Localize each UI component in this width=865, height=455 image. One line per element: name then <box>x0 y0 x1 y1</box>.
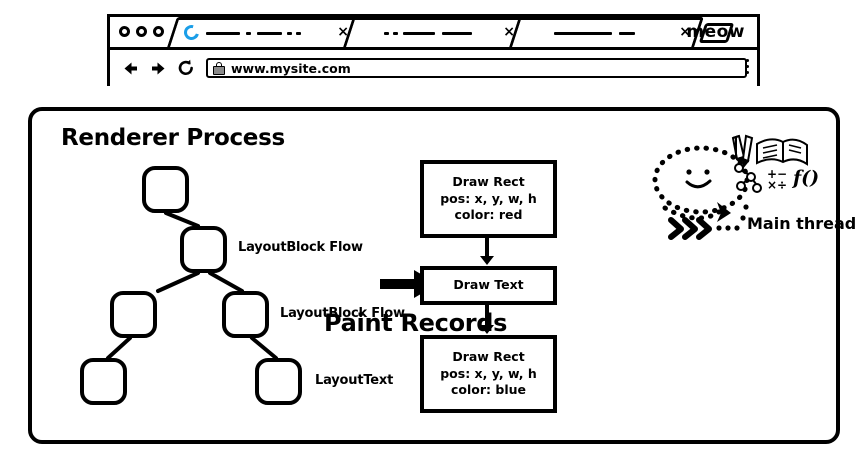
window-close-dot[interactable] <box>119 26 130 37</box>
paint-record-line: pos: x, y, w, h <box>440 190 537 206</box>
tab-close-button-3[interactable]: × <box>679 24 691 40</box>
paint-record-card-1[interactable]: Draw Rect pos: x, y, w, h color: red <box>420 160 557 238</box>
tree-label-layoutblock-flow-1: LayoutBlock Flow <box>238 240 363 255</box>
lock-icon <box>213 61 225 75</box>
tab-title-placeholder <box>384 27 497 37</box>
svg-text:÷: ÷ <box>777 178 787 192</box>
open-book-icon <box>756 138 808 166</box>
paint-records-heading: Paint Records <box>324 309 508 337</box>
reload-icon[interactable] <box>176 58 196 78</box>
window-minimize-dot[interactable] <box>136 26 147 37</box>
svg-text:−: − <box>777 167 787 181</box>
doodle-icons-group: + − × ÷ f() <box>731 134 819 193</box>
tab-close-button-2[interactable]: × <box>503 24 515 40</box>
paint-record-line: color: blue <box>451 382 526 398</box>
tree-node-root[interactable] <box>142 166 189 213</box>
layout-tree: LayoutBlock Flow LayoutBlock Flow Layout… <box>80 166 410 436</box>
renderer-process-panel: Renderer Process LayoutBlock Flow Layout… <box>28 107 856 444</box>
forward-arrow-icon[interactable] <box>148 58 168 78</box>
paint-record-line: color: red <box>454 207 523 223</box>
node-graph-icon <box>734 163 762 193</box>
math-symbols-icon: + − × ÷ <box>767 167 787 192</box>
browser-toolbar: www.mysite.com <box>110 50 757 86</box>
tree-node-block-1[interactable] <box>180 226 227 273</box>
tab-close-button-1[interactable]: × <box>337 24 349 40</box>
paint-record-card-3[interactable]: Draw Rect pos: x, y, w, h color: blue <box>420 335 557 413</box>
paint-record-line: Draw Text <box>453 277 524 293</box>
url-text: www.mysite.com <box>231 60 351 76</box>
tree-label-layoutblock-flow-2: LayoutBlock Flow <box>280 306 405 321</box>
kebab-menu-icon[interactable] <box>746 59 749 74</box>
svg-text:f(): f() <box>791 167 819 189</box>
paint-record-card-2[interactable]: Draw Text <box>420 266 557 305</box>
tab-strip: × × × <box>110 17 757 50</box>
tab-title-placeholder <box>554 27 673 37</box>
paint-connector-1 <box>418 238 555 455</box>
main-thread-label: Main thread <box>747 214 857 233</box>
browser-window: × × × <box>107 14 760 86</box>
back-arrow-icon[interactable] <box>120 58 140 78</box>
window-maximize-dot[interactable] <box>153 26 164 37</box>
svg-text:×: × <box>767 178 777 192</box>
tree-node-block-3[interactable] <box>222 291 269 338</box>
smiley-face-icon <box>652 145 750 240</box>
main-thread-illustration: + − × ÷ f() Main thread <box>647 134 856 241</box>
svg-text:+: + <box>767 167 777 181</box>
page-title: Renderer Process <box>61 125 285 151</box>
paint-connector-2 <box>418 305 555 455</box>
tab-title-placeholder <box>206 27 331 37</box>
pencils-icon <box>731 134 754 169</box>
tree-node-text-1[interactable] <box>80 358 127 405</box>
tree-node-text-2[interactable] <box>255 358 302 405</box>
browser-tab-3[interactable]: × <box>509 17 704 47</box>
browser-brand-label: meow <box>686 22 745 42</box>
browser-tab-2[interactable]: × <box>343 17 528 47</box>
paint-record-line: pos: x, y, w, h <box>440 365 537 381</box>
tree-label-layouttext: LayoutText <box>315 373 394 388</box>
url-input[interactable]: www.mysite.com <box>206 58 747 78</box>
function-icon: f() <box>791 167 819 189</box>
spinner-icon <box>181 21 202 43</box>
window-controls <box>119 26 164 37</box>
paint-record-line: Draw Rect <box>452 348 525 364</box>
browser-tab-1[interactable]: × <box>167 17 362 47</box>
tree-node-block-2[interactable] <box>110 291 157 338</box>
tree-edges <box>106 211 278 360</box>
paint-record-line: Draw Rect <box>452 173 525 189</box>
